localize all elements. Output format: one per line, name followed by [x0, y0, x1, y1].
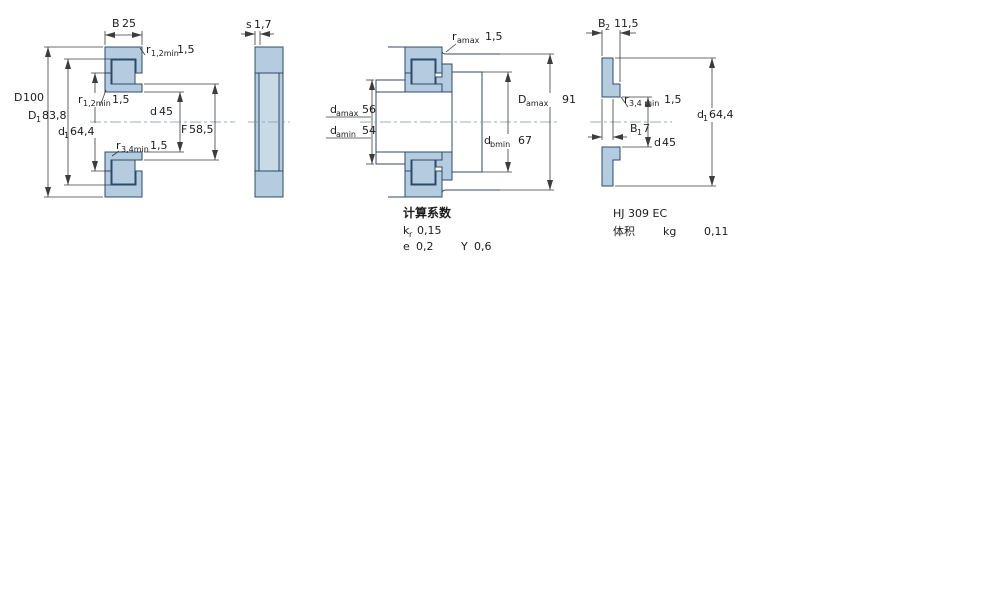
dim-B-value: 25 [122, 17, 136, 30]
dim-r12mid-value: 1,5 [112, 93, 130, 106]
dim-B2-label: B [598, 17, 606, 30]
dim-B1-label: B [630, 122, 638, 135]
roller-bottom [111, 159, 136, 185]
dim-damin-value: 54 [362, 124, 376, 137]
ring-designation: HJ 309 EC [613, 207, 667, 220]
dim-d1-sub: 1 [703, 114, 708, 123]
dim-damax-sub: amax [336, 109, 359, 118]
dim-dbmin-sub: bmin [490, 140, 510, 149]
dim-d-label: d [654, 136, 661, 149]
dim-r34-label: r [116, 139, 121, 152]
ring-side-top [254, 46, 284, 74]
shaft-shoulder-top [375, 79, 406, 93]
dim-r34-sub: 3,4 min [629, 99, 659, 108]
view-main-cross-section: B 25 r 1,2min 1,5 D 100 D 1 83,8 d 1 64,… [14, 17, 235, 198]
leader-line [620, 96, 629, 108]
dim-B1-value: 7 [643, 122, 650, 135]
leader-line [139, 47, 146, 56]
dim-d-label: d [150, 105, 157, 118]
dim-d-value: 45 [662, 136, 676, 149]
dim-d1-label: d [58, 125, 65, 138]
dim-d1-sub: 1 [64, 131, 69, 140]
dim-dbmin-value: 67 [518, 134, 532, 147]
calc-e-label: e [403, 240, 410, 253]
ring-mass-value: 0,11 [704, 225, 729, 238]
dim-r12mid-sub: 1,2min [83, 99, 111, 108]
dim-D1-label: D [28, 109, 36, 122]
dim-Damax-label: D [518, 93, 526, 106]
calc-Y-label: Y [460, 240, 468, 253]
hj-ring-top [435, 63, 453, 93]
dim-damax-label: d [330, 103, 337, 116]
dim-F-value: 58,5 [189, 123, 214, 136]
calc-kr-label: k [403, 224, 410, 237]
dim-D-value: 100 [23, 91, 44, 104]
dim-damin-label: d [330, 124, 337, 137]
roller-bottom [411, 159, 436, 185]
ring-mass-unit: kg [663, 225, 676, 238]
dim-r12mid-label: r [78, 93, 83, 106]
dim-r12top-label: r [146, 43, 151, 56]
ring-side-bottom [254, 170, 284, 198]
dim-Damax-sub: amax [526, 99, 549, 108]
dim-damin-sub: amin [336, 130, 356, 139]
view-side: s 1,7 [241, 18, 290, 198]
dim-r12top-sub: 1,2min [151, 49, 179, 58]
calc-e-value: 0,2 [416, 240, 434, 253]
dim-F-label: F [181, 123, 187, 136]
dim-ra-value: 1,5 [485, 30, 503, 43]
leader-line [99, 89, 107, 107]
dim-B1-sub: 1 [637, 128, 642, 137]
dim-damax-value: 56 [362, 103, 376, 116]
dim-s-label: s [246, 18, 252, 31]
dim-d1-value: 64,4 [709, 108, 734, 121]
dim-B2-sub: 2 [605, 23, 610, 32]
dim-r34-value: 1,5 [150, 139, 168, 152]
dim-r12top-value: 1,5 [177, 43, 195, 56]
view-mounting: r amax 1,5 d amax 56 d amin 54 D amax 91… [326, 30, 576, 198]
roller-top [111, 59, 136, 85]
shaft-shoulder-bottom [375, 151, 406, 165]
dim-d1-label: d [697, 108, 704, 121]
dim-D1-sub: 1 [36, 115, 41, 124]
calc-Y-value: 0,6 [474, 240, 492, 253]
hj-ring-section-bottom [601, 146, 621, 187]
leader-line [445, 43, 457, 53]
dim-D1-value: 83,8 [42, 109, 67, 122]
ring-mass-label: 体积 [613, 224, 635, 238]
dim-ra-label: r [452, 30, 457, 43]
housing-shoulder-bottom [441, 189, 500, 197]
calc-kr-value: 0,15 [417, 224, 442, 237]
dim-D-label: D [14, 91, 22, 104]
dim-r34-sub: 3,4min [121, 145, 149, 154]
dim-d1-value: 64,4 [70, 125, 95, 138]
dim-r34-value: 1,5 [664, 93, 682, 106]
hj-ring-info: HJ 309 EC 体积 kg 0,11 [613, 207, 729, 238]
hj-ring-bottom [435, 151, 453, 181]
view-hj-ring: B 2 11,5 r 3,4 min 1,5 B 1 7 d 45 d 1 64… [586, 17, 734, 187]
dim-d-value: 45 [159, 105, 173, 118]
calc-kr-sub: r [409, 230, 413, 239]
calc-heading: 计算系数 [403, 205, 452, 220]
dim-dbmin-label: d [484, 134, 491, 147]
hj-ring-section-top [601, 57, 621, 98]
roller-top [411, 59, 436, 85]
dim-B2-value: 11,5 [614, 17, 639, 30]
dim-B-label: B [112, 17, 120, 30]
dim-r34-label: r [624, 93, 629, 106]
calculation-factors: 计算系数 k r 0,15 e 0,2 Y 0,6 [403, 205, 492, 253]
dim-s-value: 1,7 [254, 18, 272, 31]
leader-line [111, 150, 120, 157]
dim-ra-sub: amax [457, 36, 480, 45]
dim-Damax-value: 91 [562, 93, 576, 106]
